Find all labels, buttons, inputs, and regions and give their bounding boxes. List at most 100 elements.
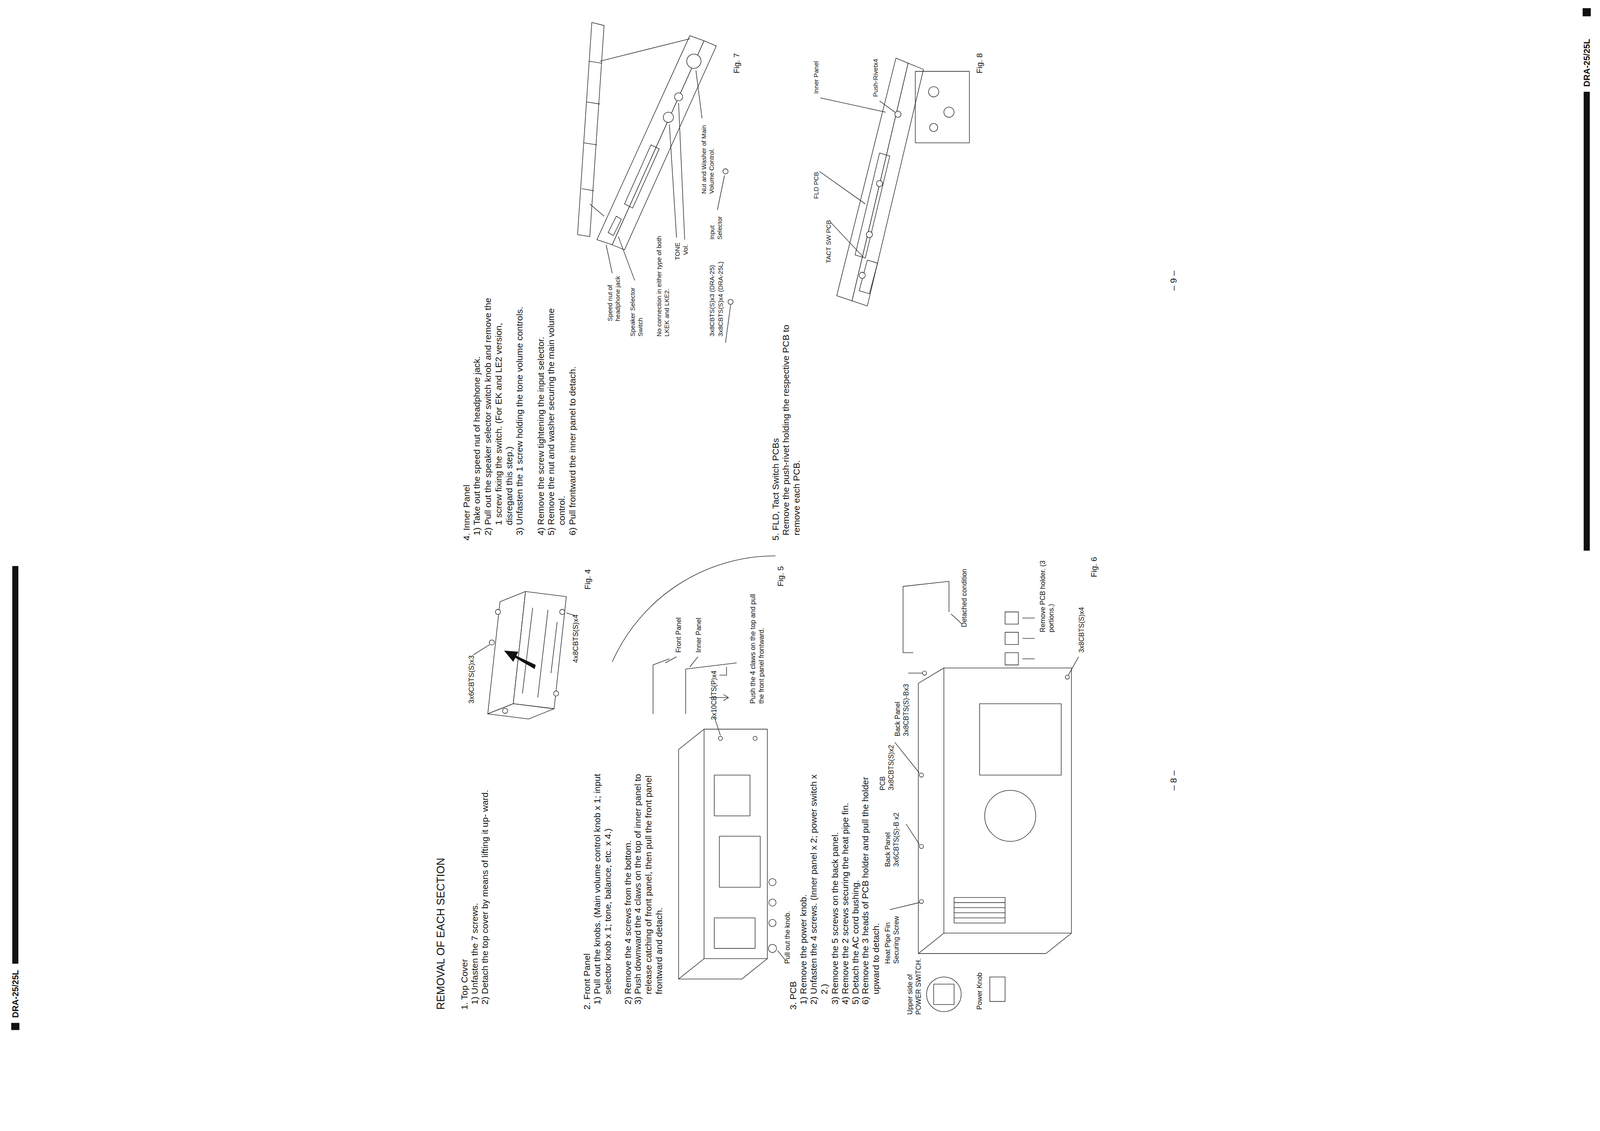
pcb [979,703,1062,776]
page-header: DRA-25/25L [1581,38,1592,87]
page-number: – 8 – [1167,770,1179,791]
screw-label: 3x10CBTS(P)x4 [709,670,719,721]
frame-link [589,38,690,217]
leader-line [473,644,490,655]
top-cover [487,703,555,720]
part-label: Heat Pipe Fin Securing Screw [883,899,901,964]
section-heading: 2. Front Panel [581,953,593,1011]
figure-note: Remove PCB holder. (3 portions.) [1038,547,1056,633]
figure-number: Fig. 4 [582,569,593,590]
header-mark [1582,8,1591,17]
pcb-holder [1004,612,1019,666]
leader-line [879,101,895,113]
step-text: 2) Remove the 4 screws from the bottom. [622,765,634,1005]
part-label: Input Selector [708,201,724,240]
claw [719,667,727,676]
part-label: Nut and Washer of Main Volume Control. [700,123,716,194]
inner-panel [612,40,717,251]
page-number: – 9 – [1167,270,1179,291]
step-text: 4) Remove the 2 screws securing the heat… [839,765,851,1005]
step-text: 1) Unfasten the 7 screws. [469,765,480,1005]
chassis-edge [918,668,1072,954]
power-knob [989,977,1006,1002]
section-heading: 5. FLD, Tact Switch PCBs [770,437,781,541]
leader-line [908,672,923,674]
step-text: 3) Push downward the 4 claws on the top … [632,765,665,1005]
detail-box [915,71,970,143]
leader-line [678,102,685,240]
heat-sink [954,897,1006,924]
detail-circle [926,977,961,1012]
figure-number: Fig. 8 [974,53,985,74]
chassis-part [714,775,761,949]
part-label: FLD PCB [812,172,821,199]
screw [922,671,927,676]
leader-line [1068,656,1079,676]
front-detail [522,607,558,698]
screw [919,899,924,905]
leader-line [820,97,886,112]
screw [919,773,924,778]
part-label: TONE [673,242,682,260]
screw [727,299,733,305]
display-window [624,144,660,208]
screw-label: 3x8CBTS(S)x4 (DRA-25L) [716,261,725,337]
step-text: 3) Unfasten the 1 screw holding the tone… [513,296,525,536]
step-text: 2) Detach the top cover by means of lift… [479,765,491,1005]
chassis [918,668,1072,954]
rail-fin [581,61,602,191]
figure-number: Fig. 5 [775,566,786,587]
section-heading: 3. PCB [787,981,799,1011]
leader-line [606,244,613,274]
screw [495,609,501,615]
screw [553,691,559,697]
screw-label: 3x6CBTS(S)x3 [467,655,476,704]
step-text: 1) Take out the speed nut of headphone j… [471,296,482,536]
leader-line [830,222,864,257]
part-label: Upper side of POWER SWITCH. [905,951,923,1016]
part-label: Speaker Selector Switch [628,272,645,337]
header-mark [11,1023,20,1031]
leader-line [695,70,702,119]
detail-part [943,107,955,118]
part-label: Front Panel [674,617,684,654]
step-text: 3) Remove the 5 screws on the back panel… [829,765,841,1005]
leader-line [906,824,920,845]
chassis [678,729,768,980]
part-label: Power Knob [975,972,984,1010]
knob [768,919,777,927]
screw-label: Back Panel 3x6CBTS(S)-B x2 [883,807,901,868]
screw-label: 3x8CBTS(S)x3 (DRA-25) [708,265,716,337]
push-arrow [1022,618,1035,660]
header-bar [12,566,19,964]
screw [723,168,729,174]
figure-number: Fig. 6 [1089,557,1099,578]
screw [919,844,924,850]
step-text: 1) Remove the power knob. [797,765,809,1005]
screw [718,736,723,741]
knob [768,899,777,907]
step-text: 6) Remove the 3 heads of PCB holder and … [859,765,882,1005]
detail-part [929,123,938,132]
leader-line [725,304,731,343]
screw [489,639,495,646]
leader-line [819,171,866,204]
screw-label: Back Panel 3x8CBTS(S)-Bx3 [893,672,911,737]
part-label: Speed nut of headphone jack [606,265,622,322]
screw [502,708,508,714]
part-label: Push-Rivetx4 [871,58,880,97]
page-title: REMOVAL OF EACH SECTION [435,858,447,1011]
screw [753,736,758,741]
leader-line [889,902,920,911]
inner-panel [852,63,924,307]
lift-arrow [504,651,536,670]
step-text: Remove the push-rivet holding the respec… [780,296,802,536]
detached-bracket [902,581,949,653]
screw-label: PCB 3x8CBTS(S)x2 [878,743,896,791]
part-label: Inner Panel [812,61,821,94]
power-switch [933,984,955,1005]
screw [1065,675,1070,680]
step-text: 1) Pull out the knobs. (Main volume cont… [591,765,614,1005]
screw [559,609,565,615]
